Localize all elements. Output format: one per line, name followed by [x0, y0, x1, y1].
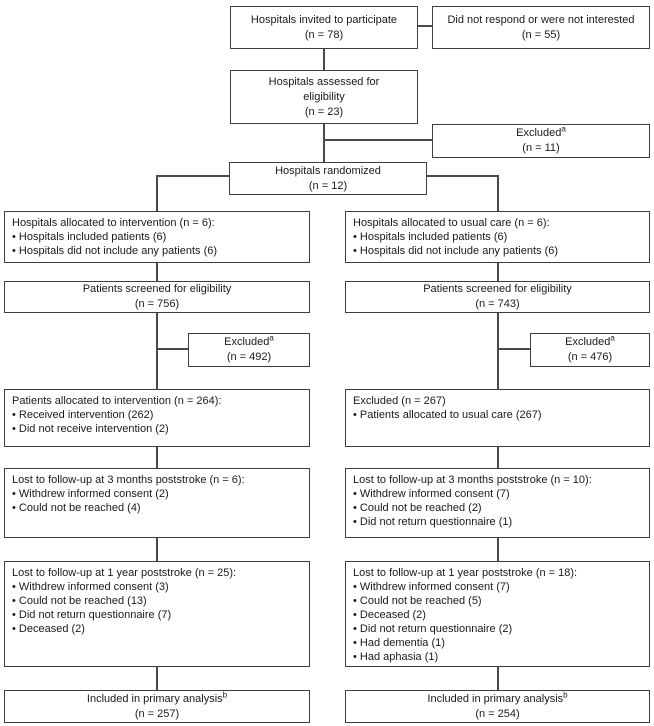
connector-line	[497, 447, 499, 468]
box-bullet: • Deceased (2)	[353, 609, 426, 621]
connector-line	[156, 447, 158, 468]
box-bullet: • Withdrew informed consent (2)	[12, 488, 169, 500]
connector-line	[156, 538, 158, 561]
box-bullet: • Withdrew informed consent (7)	[353, 581, 510, 593]
box-text: Did not respond or were not interested	[447, 13, 635, 26]
box-n: (n = 257)	[134, 707, 180, 720]
box-bullet: • Hospitals included patients (6)	[353, 231, 508, 243]
box-text: Excludeda	[565, 333, 615, 348]
connector-line	[497, 667, 499, 690]
box-text: Excludeda	[224, 333, 274, 348]
box-bullet: • Had dementia (1)	[353, 637, 445, 649]
box-bullet: • Withdrew informed consent (3)	[12, 581, 169, 593]
box-ltfu-1year-intervention: Lost to follow-up at 1 year poststroke (…	[4, 561, 310, 667]
connector-line	[156, 667, 158, 690]
connector-line	[323, 139, 432, 141]
box-excluded-patients-usualcare: Excluded (n = 267) • Patients allocated …	[345, 389, 650, 447]
box-text: Lost to follow-up at 1 year poststroke (…	[12, 567, 237, 579]
box-bullet: • Hospitals did not include any patients…	[353, 245, 559, 257]
box-bullet: • Could not be reached (2)	[353, 502, 482, 514]
box-hospitals-randomized: Hospitals randomized (n = 12)	[229, 162, 427, 195]
box-bullet: • Patients allocated to usual care (267)	[353, 409, 542, 421]
box-bullet: • Hospitals did not include any patients…	[12, 245, 218, 257]
box-bullet: • Did not return questionnaire (1)	[353, 516, 513, 528]
box-text: Hospitals allocated to intervention (n =…	[12, 217, 215, 229]
box-n: (n = 756)	[134, 298, 180, 310]
box-n: (n = 743)	[475, 298, 520, 310]
box-text: eligibility	[303, 90, 345, 103]
footnote-marker-b: b	[563, 689, 568, 699]
footnote-marker-a: a	[610, 333, 615, 343]
footnote-marker-b: b	[222, 689, 228, 699]
box-bullet: • Did not receive intervention (2)	[12, 423, 169, 435]
connector-line	[156, 175, 158, 211]
box-excluded-usualcare: Excludeda (n = 476)	[530, 333, 650, 367]
box-hospitals-allocated-usualcare: Hospitals allocated to usual care (n = 6…	[345, 211, 650, 263]
connector-line	[497, 313, 499, 389]
box-primary-analysis-intervention: Included in primary analysisb (n = 257)	[4, 690, 310, 723]
box-text: Patients allocated to intervention (n = …	[12, 395, 222, 407]
box-excluded-hospitals: Excludeda (n = 11)	[432, 124, 650, 158]
box-text: Included in primary analysisb	[86, 689, 228, 705]
box-bullet: • Did not return questionnaire (2)	[353, 623, 513, 635]
box-bullet: • Received intervention (262)	[12, 409, 154, 421]
box-bullet: • Could not be reached (5)	[353, 595, 482, 607]
box-bullet: • Withdrew informed consent (7)	[353, 488, 510, 500]
box-n: (n = 23)	[304, 105, 344, 118]
connector-line	[497, 348, 530, 350]
connector-line	[323, 124, 325, 162]
box-n: (n = 55)	[521, 28, 561, 41]
box-text: Included in primary analysisb	[427, 689, 568, 705]
box-n: (n = 492)	[226, 351, 272, 363]
box-patients-screened-usualcare: Patients screened for eligibility (n = 7…	[345, 281, 650, 313]
box-bullet: • Could not be reached (13)	[12, 595, 147, 607]
box-ltfu-3months-usualcare: Lost to follow-up at 3 months poststroke…	[345, 468, 650, 538]
box-bullet: • Had aphasia (1)	[353, 651, 439, 663]
box-n: (n = 254)	[475, 707, 520, 720]
box-text: Hospitals allocated to usual care (n = 6…	[353, 217, 550, 229]
box-did-not-respond: Did not respond or were not interested (…	[432, 6, 650, 49]
footnote-marker-a: a	[269, 333, 274, 343]
box-text: Hospitals assessed for	[268, 75, 380, 88]
box-text: Hospitals invited to participate	[250, 13, 398, 26]
connector-line	[156, 348, 188, 350]
box-text: Excluded (n = 267)	[353, 395, 446, 407]
box-bullet: • Deceased (2)	[12, 623, 85, 635]
connector-line	[497, 538, 499, 561]
connector-line	[323, 49, 325, 70]
box-hospitals-invited: Hospitals invited to participate (n = 78…	[230, 6, 418, 49]
box-hospitals-assessed: Hospitals assessed for eligibility (n = …	[230, 70, 418, 124]
box-text: Hospitals randomized	[275, 164, 381, 177]
box-patients-allocated-intervention: Patients allocated to intervention (n = …	[4, 389, 310, 447]
box-excluded-intervention: Excludeda (n = 492)	[188, 333, 310, 367]
connector-line	[427, 175, 499, 177]
box-patients-screened-intervention: Patients screened for eligibility (n = 7…	[4, 281, 310, 313]
connector-line	[497, 263, 499, 281]
box-text: Lost to follow-up at 3 months poststroke…	[12, 474, 245, 486]
box-ltfu-1year-usualcare: Lost to follow-up at 1 year poststroke (…	[345, 561, 650, 667]
box-bullet: • Could not be reached (4)	[12, 502, 141, 514]
connector-line	[156, 263, 158, 281]
box-text: Excludeda	[516, 124, 566, 139]
connector-line	[156, 313, 158, 389]
box-text: Lost to follow-up at 1 year poststroke (…	[353, 567, 578, 579]
connector-line	[418, 25, 432, 27]
box-text: Lost to follow-up at 3 months poststroke…	[353, 474, 592, 486]
box-bullet: • Hospitals included patients (6)	[12, 231, 167, 243]
footnote-marker-a: a	[561, 124, 566, 134]
connector-line	[497, 175, 499, 211]
box-primary-analysis-usualcare: Included in primary analysisb (n = 254)	[345, 690, 650, 723]
box-ltfu-3months-intervention: Lost to follow-up at 3 months poststroke…	[4, 468, 310, 538]
box-text: Patients screened for eligibility	[82, 283, 232, 295]
box-text: Patients screened for eligibility	[423, 283, 572, 295]
box-n: (n = 476)	[567, 351, 613, 363]
box-bullet: • Did not return questionnaire (7)	[12, 609, 172, 621]
connector-line	[156, 175, 230, 177]
box-n: (n = 11)	[522, 142, 560, 154]
box-n: (n = 12)	[308, 179, 348, 192]
box-n: (n = 78)	[304, 28, 344, 41]
box-hospitals-allocated-intervention: Hospitals allocated to intervention (n =…	[4, 211, 310, 263]
